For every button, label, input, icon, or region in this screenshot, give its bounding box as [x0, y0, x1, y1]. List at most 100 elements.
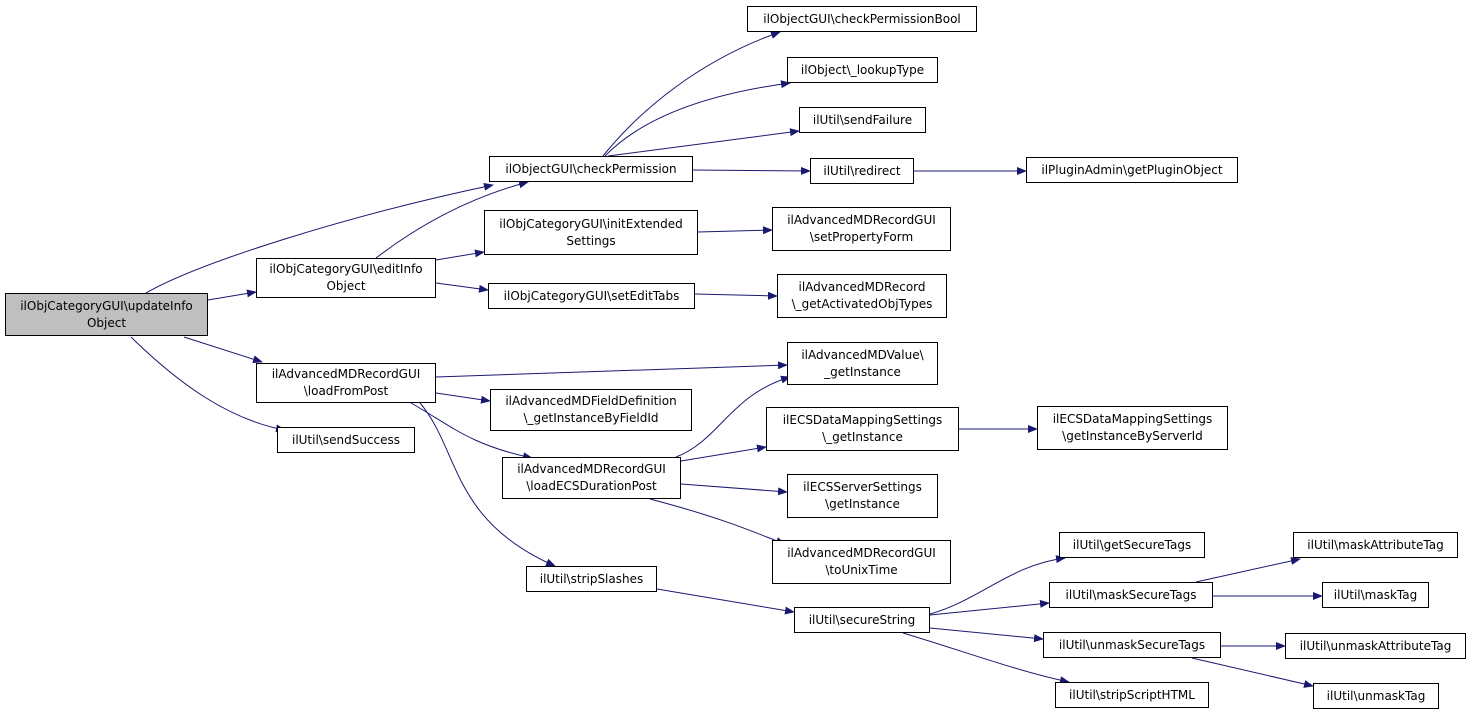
function-node-toUnixTime[interactable]: ilAdvancedMDRecordGUI \toUnixTime [772, 540, 951, 584]
function-node-label: ilObjCategoryGUI\editInfo [269, 262, 423, 276]
call-edge-maskSecureTags-to-maskAttributeTag [1195, 557, 1301, 583]
function-node-secureString[interactable]: ilUtil\secureString [794, 607, 930, 633]
function-node-label: ilUtil\unmaskAttributeTag [1299, 638, 1452, 653]
function-node-setEditTabs[interactable]: ilObjCategoryGUI\setEditTabs [488, 283, 695, 309]
function-node-label: ilObject\_lookupType [800, 62, 925, 77]
function-node-label: \toUnixTime [825, 563, 898, 577]
function-node-redirect[interactable]: ilUtil\redirect [810, 158, 914, 184]
call-edge-updateInfoObject-to-sendSuccess [130, 336, 286, 433]
function-node-label: ilECSServerSettings [803, 480, 922, 494]
function-node-getInstanceByFieldId[interactable]: ilAdvancedMDFieldDefinition \_getInstance… [490, 389, 692, 431]
function-node-label: ilUtil\sendFailure [812, 112, 913, 127]
function-node-sendSuccess[interactable]: ilUtil\sendSuccess [277, 427, 415, 453]
function-node-unmaskTag[interactable]: ilUtil\unmaskTag [1313, 683, 1439, 709]
function-node-checkPermissionBool[interactable]: ilObjectGUI\checkPermissionBool [747, 6, 977, 32]
function-node-label: \getInstanceByServerId [1062, 429, 1203, 443]
function-node-label: Settings [566, 233, 616, 248]
call-edge-updateInfoObject-to-editInfoObject [207, 289, 257, 301]
function-node-label: \_getInstanceByFieldId [523, 411, 659, 425]
function-node-mdValueGetInstance[interactable]: ilAdvancedMDValue\ _getInstance [787, 342, 938, 385]
function-node-getInstanceByServerId[interactable]: ilECSDataMappingSettings \getInstanceBySe… [1037, 406, 1228, 450]
function-node-getActivatedObjTypes[interactable]: ilAdvancedMDRecord \_getActivatedObjTypes [777, 274, 947, 318]
function-node-label: ilUtil\secureString [808, 612, 916, 627]
call-edge-initExtendedSettings-to-setPropertyForm [697, 226, 773, 235]
function-node-setPropertyForm[interactable]: ilAdvancedMDRecordGUI \setPropertyForm [772, 207, 951, 251]
function-node-checkPermission[interactable]: ilObjectGUI\checkPermission [489, 156, 693, 182]
function-node-label: \getInstance [825, 497, 900, 511]
call-edge-updateInfoObject-to-loadFromPost [183, 336, 263, 364]
function-node-label: ilUtil\maskSecureTags [1065, 587, 1197, 602]
call-edge-stripSlashes-to-secureString [656, 588, 795, 615]
function-node-maskAttributeTag[interactable]: ilUtil\maskAttributeTag [1293, 532, 1458, 558]
function-node-ecsServerGetInstance[interactable]: ilECSServerSettings \getInstance [787, 474, 938, 518]
call-edge-secureString-to-stripScriptHTML [902, 632, 1070, 685]
function-node-label: ilUtil\unmaskSecureTags [1058, 637, 1206, 652]
function-node-label: Object [86, 315, 127, 330]
function-node-label: \loadECSDurationPost [526, 479, 657, 493]
function-node-label: ilAdvancedMDRecordGUI [787, 213, 936, 227]
function-node-label: \setPropertyForm [809, 230, 914, 244]
call-edge-loadFromPost-to-getInstanceByFieldId [435, 392, 491, 404]
function-node-label: ilObjectGUI\checkPermissionBool [763, 11, 961, 26]
function-node-label: ilUtil\maskAttributeTag [1307, 537, 1444, 552]
function-node-stripScriptHTML[interactable]: ilUtil\stripScriptHTML [1055, 682, 1209, 708]
function-node-label: \_getInstance [822, 430, 903, 444]
function-node-label: ilUtil\stripSlashes [539, 571, 644, 586]
function-node-unmaskSecureTags[interactable]: ilUtil\unmaskSecureTags [1043, 632, 1221, 658]
function-node-label: ilAdvancedMDValue\ [801, 347, 924, 362]
function-node-label: ilUtil\unmaskTag [1326, 688, 1426, 703]
function-node-label: ilObjCategoryGUI\setEditTabs [503, 288, 680, 303]
function-node-label: ilAdvancedMDRecordGUI [271, 367, 421, 381]
function-node-maskTag[interactable]: ilUtil\maskTag [1322, 582, 1429, 608]
function-node-label: _getInstance [824, 364, 901, 379]
function-node-ecsMappingGetInstance[interactable]: ilECSDataMappingSettings \_getInstance [766, 407, 959, 451]
function-node-label: ilAdvancedMDRecord [798, 280, 926, 294]
call-edge-checkPermission-to-sendFailure [607, 128, 800, 157]
call-edge-editInfoObject-to-initExtendedSettings [435, 249, 485, 261]
function-node-loadFromPost[interactable]: ilAdvancedMDRecordGUI \loadFromPost [256, 363, 436, 403]
function-node-loadECSDurationPost[interactable]: ilAdvancedMDRecordGUI \loadECSDurationPos… [502, 457, 681, 499]
function-node-maskSecureTags[interactable]: ilUtil\maskSecureTags [1049, 582, 1213, 608]
function-node-unmaskAttributeTag[interactable]: ilUtil\unmaskAttributeTag [1285, 633, 1466, 659]
function-node-label: \_getActivatedObjTypes [791, 297, 933, 311]
call-edge-checkPermission-to-checkPermissionBool [602, 31, 781, 157]
function-node-label: ilUtil\redirect [823, 163, 901, 178]
function-node-label: ilUtil\sendSuccess [291, 432, 401, 447]
call-edge-editInfoObject-to-checkPermission [375, 180, 529, 259]
function-node-label: ilObjectGUI\checkPermission [505, 161, 677, 176]
call-edge-loadECSDurationPost-to-ecsServerGetInstance [680, 483, 788, 496]
function-node-label: ilObjCategoryGUI\updateInfo [20, 298, 193, 313]
call-edge-checkPermission-to-lookupType [604, 80, 791, 157]
function-node-label: ilPluginAdmin\getPluginObject [1041, 162, 1223, 177]
function-node-label: ilECSDataMappingSettings [782, 413, 943, 427]
function-node-label: ilAdvancedMDFieldDefinition [505, 394, 677, 408]
call-edge-updateInfoObject-to-checkPermission [145, 182, 494, 294]
function-node-sendFailure[interactable]: ilUtil\sendFailure [799, 107, 926, 133]
call-edge-loadFromPost-to-mdValueGetInstance [435, 361, 788, 378]
function-node-getPluginObject[interactable]: ilPluginAdmin\getPluginObject [1026, 157, 1238, 183]
call-edge-loadECSDurationPost-to-mdValueGetInstance [675, 375, 791, 458]
call-edge-secureString-to-maskSecureTags [929, 599, 1050, 616]
function-node-label: ilObjCategoryGUI\initExtended [499, 216, 683, 231]
call-edge-loadFromPost-to-loadECSDurationPost [410, 402, 533, 461]
function-node-label: ilUtil\getSecureTags [1072, 537, 1192, 552]
function-node-lookupType[interactable]: ilObject\_lookupType [787, 57, 938, 83]
function-node-getSecureTags[interactable]: ilUtil\getSecureTags [1059, 532, 1205, 558]
function-node-label: ilAdvancedMDRecordGUI [517, 462, 666, 476]
function-node-label: ilUtil\maskTag [1333, 587, 1418, 602]
function-node-label: ilUtil\stripScriptHTML [1069, 687, 1195, 702]
function-node-label: ilAdvancedMDRecordGUI [787, 546, 936, 560]
call-edge-secureString-to-unmaskSecureTags [929, 627, 1044, 643]
call-edge-secureString-to-getSecureTags [929, 555, 1066, 615]
call-edge-editInfoObject-to-setEditTabs [435, 282, 489, 293]
call-edge-checkPermission-to-redirect [692, 166, 811, 175]
function-node-label: Object [326, 279, 366, 293]
function-node-label: \loadFromPost [303, 384, 389, 398]
call-edge-loadFromPost-to-stripSlashes [419, 402, 556, 567]
function-node-stripSlashes[interactable]: ilUtil\stripSlashes [526, 566, 657, 592]
function-node-label: ilECSDataMappingSettings [1052, 412, 1213, 426]
